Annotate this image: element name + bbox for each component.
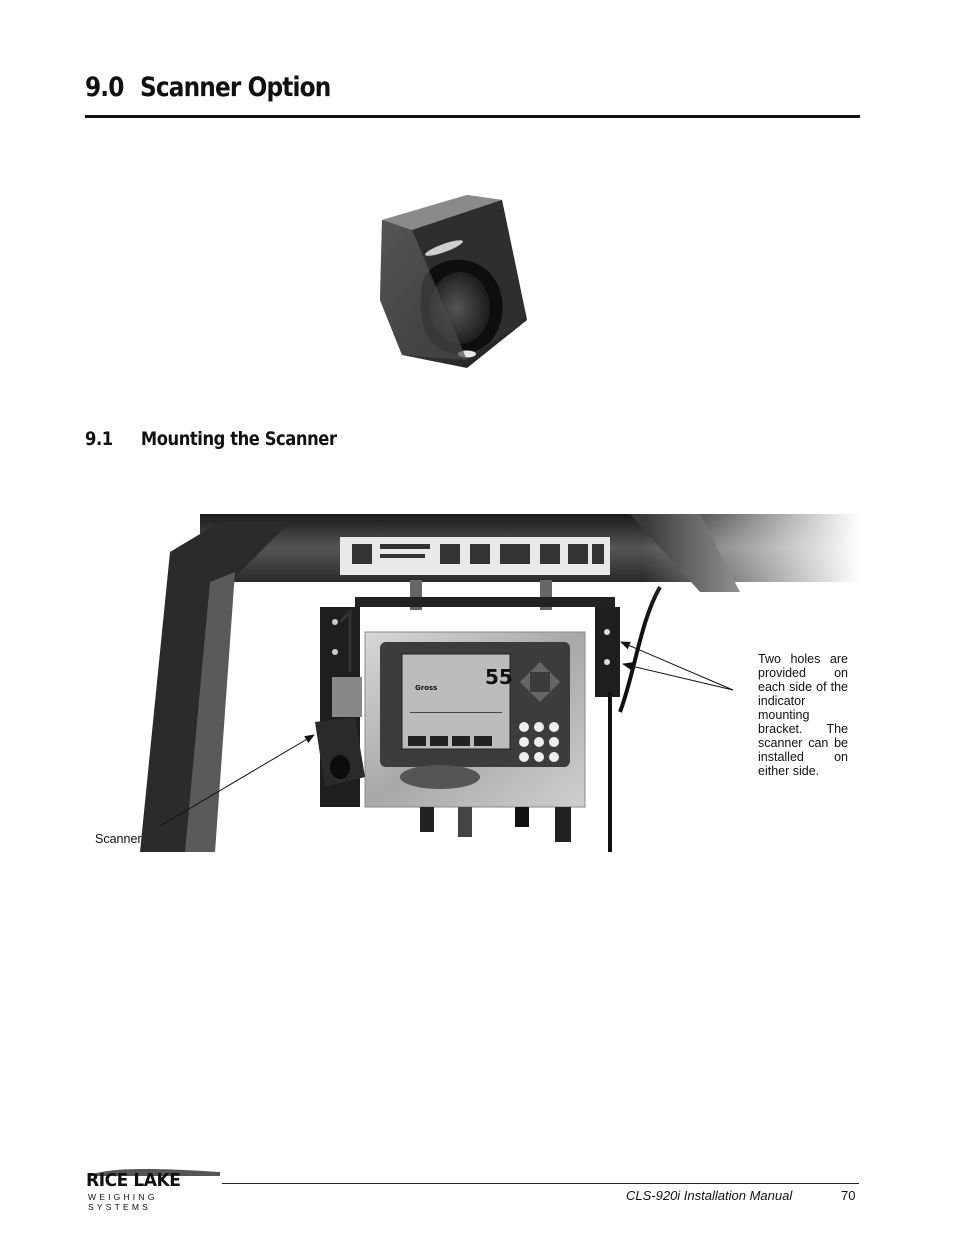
scanner-label: Scanner [95,832,142,846]
page-number: 70 [841,1188,856,1203]
callout-text: Two holes are provided on each side of t… [758,652,848,778]
logo-brand: RICE LAKE [86,1170,181,1191]
rice-lake-logo: RICE LAKE WEIGHING SYSTEMS [86,1168,222,1212]
heading-rule [85,115,860,118]
subsection-heading: 9.1 Mounting the Scanner [85,428,337,450]
logo-tagline: WEIGHING SYSTEMS [88,1192,158,1212]
subsection-number: 9.1 [85,428,113,450]
footer-rule [222,1183,859,1184]
section-number: 9.0 [85,72,124,103]
mounting-photo: 55 Gross [140,512,860,852]
manual-title: CLS-920i Installation Manual [626,1188,793,1203]
scanner-photo [380,195,527,368]
section-title: Scanner Option [140,72,331,103]
logo-swoosh-icon [88,1168,220,1176]
section-heading: 9.0 Scanner Option [85,72,331,103]
subsection-title: Mounting the Scanner [140,428,337,450]
